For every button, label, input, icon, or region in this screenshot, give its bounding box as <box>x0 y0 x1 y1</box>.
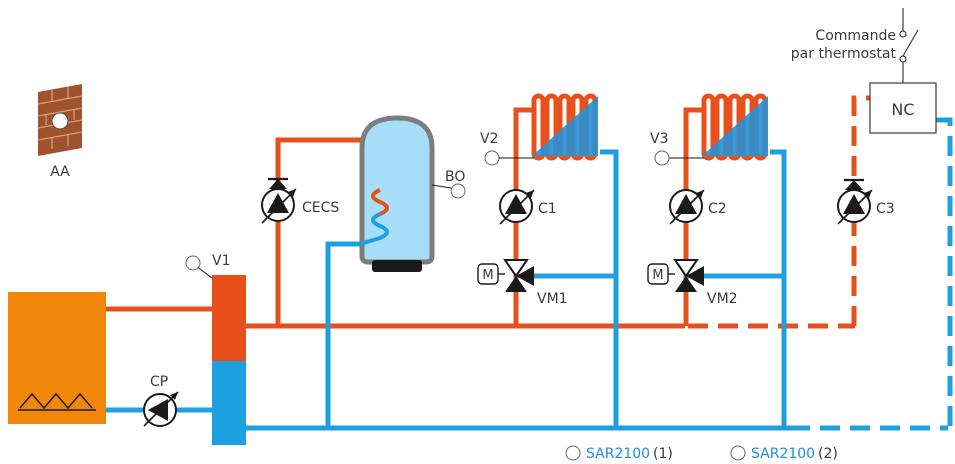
radiator-1-radiator-icon <box>532 96 600 158</box>
sar1-sensor-circle-icon <box>565 445 581 461</box>
v2-label: V2 <box>480 131 498 147</box>
cp-pump-symbol <box>143 391 179 427</box>
c2-label: C2 <box>708 201 727 217</box>
c1-label: C1 <box>538 201 557 217</box>
cecs-label: CECS <box>302 200 339 216</box>
nc-box <box>869 82 937 134</box>
vm2-label: VM2 <box>707 291 738 307</box>
boiler <box>8 292 106 424</box>
c1-pump-icon <box>499 189 535 225</box>
c3-label: C3 <box>876 201 895 217</box>
v3-sensor-circle-icon <box>654 150 670 166</box>
thermostat-switch-icon <box>899 8 919 83</box>
m2-label: M <box>652 268 663 283</box>
nc-label: NC <box>891 100 914 119</box>
separator-hot-part <box>212 275 246 361</box>
v1-sensor-circle-icon <box>185 255 201 271</box>
sar1-suffix: (1) <box>653 446 673 462</box>
c3-pump-icon <box>837 178 873 225</box>
bo-sensor-circle-icon <box>450 183 466 199</box>
v3-label: V3 <box>650 131 668 147</box>
v2-sensor-circle-icon <box>484 150 500 166</box>
c2-pump-icon <box>669 189 705 225</box>
aa-label: AA <box>50 164 70 180</box>
sar2100-ref-1: SAR2100 (1) <box>565 445 673 462</box>
separator-cold-part <box>212 361 246 445</box>
sar2-sensor-circle-icon <box>730 445 746 461</box>
cecs-pump-icon <box>261 177 297 224</box>
sar1-name: SAR2100 <box>586 446 650 462</box>
commande-label-line2: par thermostat <box>791 46 897 62</box>
vm1-three-way-valve-icon <box>504 259 535 293</box>
m1-label: M <box>482 268 493 283</box>
cp-label: CP <box>150 374 168 390</box>
sar2-name: SAR2100 <box>751 446 815 462</box>
bo-label: BO <box>445 169 465 185</box>
sar2100-ref-2: SAR2100 (2) <box>730 445 838 462</box>
dhw-tank <box>359 115 435 272</box>
outdoor-sensor-brick-wall-icon <box>37 84 83 156</box>
commande-label-line1: Commande <box>815 28 896 44</box>
vm2-three-way-valve-icon <box>674 259 705 293</box>
vm1-label: VM1 <box>537 291 568 307</box>
v1-label: V1 <box>212 253 230 269</box>
sar2-suffix: (2) <box>818 446 838 462</box>
radiator-2-radiator-icon <box>702 96 770 158</box>
